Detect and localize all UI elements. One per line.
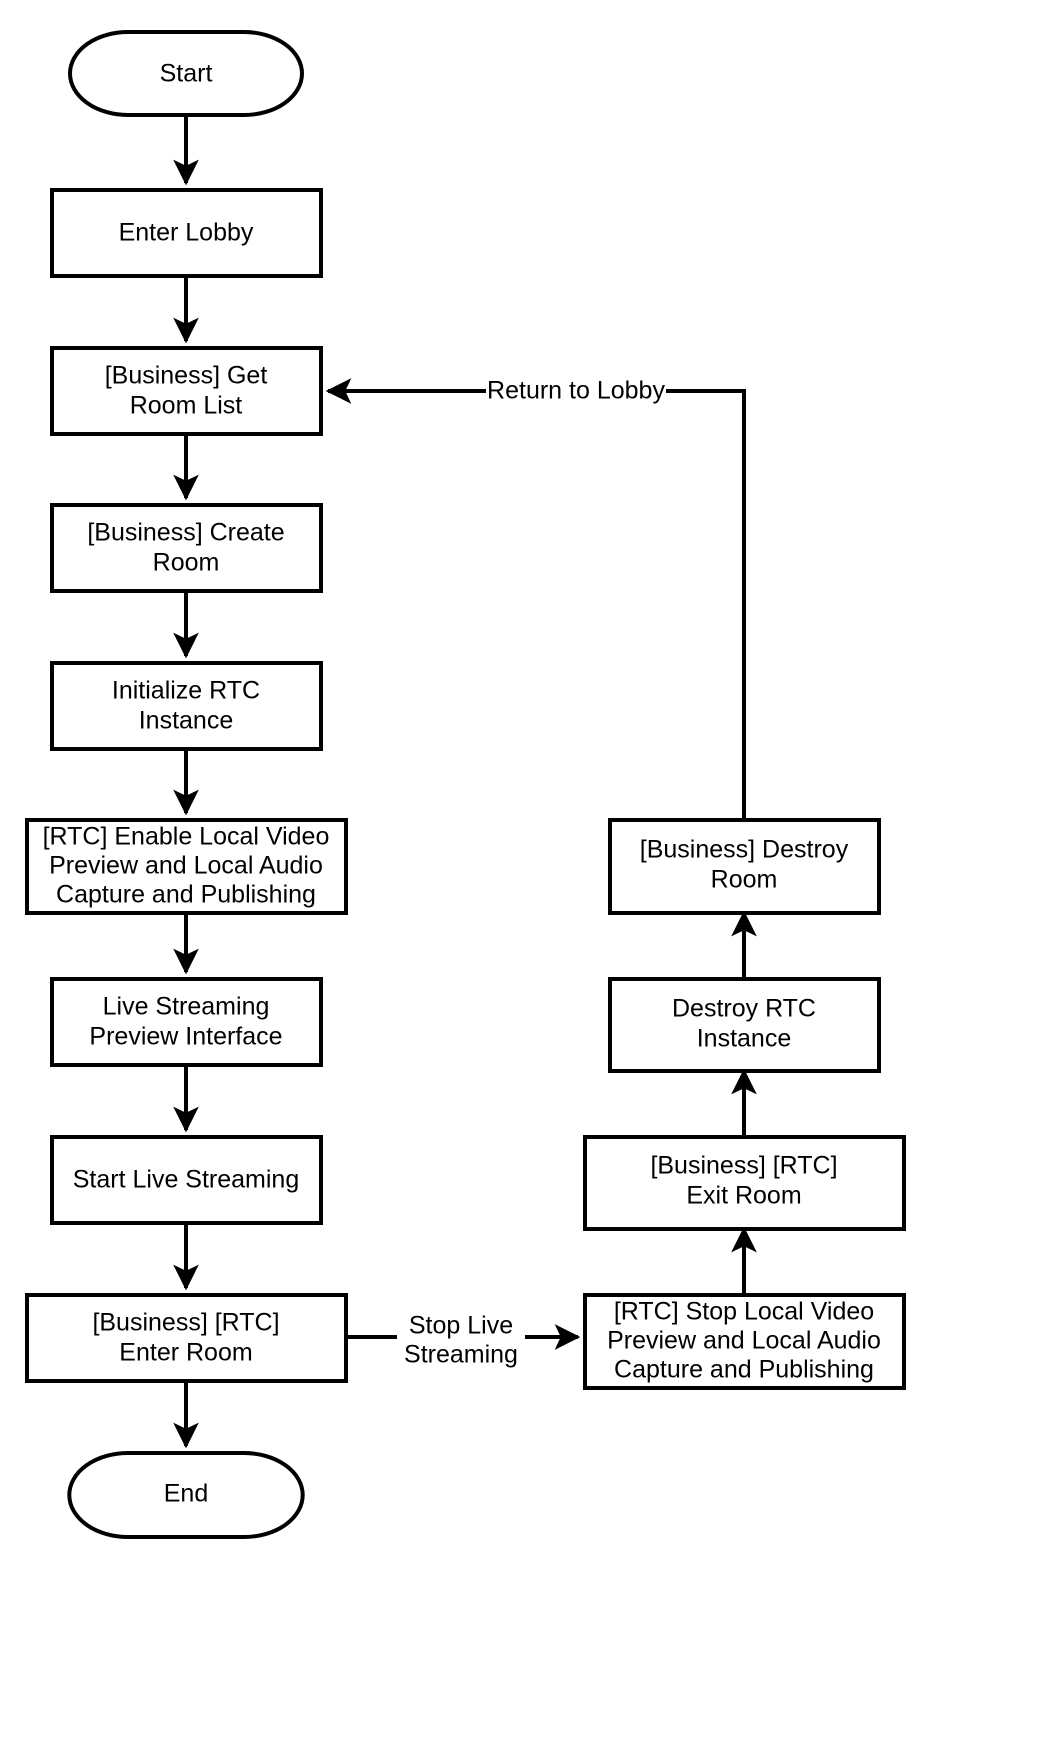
exit-room-shape (583, 1135, 906, 1231)
start-shape (68, 30, 304, 117)
node-destroy-room[interactable]: [Business] Destroy Room (608, 818, 881, 915)
destroy-room-shape (608, 818, 881, 915)
node-enable-local[interactable]: [RTC] Enable Local Video Preview and Loc… (25, 818, 348, 915)
create-room-label-line1: [Business] Create (87, 519, 284, 547)
enter-room-label-line2: Enter Room (119, 1339, 252, 1367)
node-preview-interface[interactable]: Live Streaming Preview Interface (50, 977, 323, 1067)
node-end[interactable]: End (67, 1451, 305, 1539)
stop-live-streaming-label-line1: Stop Live (409, 1312, 513, 1340)
create-room-shape (50, 503, 323, 593)
get-room-list-label-line2: Room List (130, 392, 243, 420)
get-room-list-shape (50, 346, 323, 436)
node-enter-room[interactable]: [Business] [RTC] Enter Room (25, 1293, 348, 1383)
end-shape (67, 1451, 305, 1539)
stop-local-label-line1: [RTC] Stop Local Video (614, 1298, 874, 1326)
preview-interface-label-line1: Live Streaming (103, 993, 270, 1021)
edge-label-stop-live-streaming: Stop Live Streaming (397, 1312, 525, 1369)
stop-local-label-line3: Capture and Publishing (614, 1356, 874, 1384)
enter-lobby-shape (50, 188, 323, 278)
enter-room-label-line1: [Business] [RTC] (92, 1309, 279, 1337)
node-enter-lobby[interactable]: Enter Lobby (50, 188, 323, 278)
node-stop-local[interactable]: [RTC] Stop Local Video Preview and Local… (583, 1293, 906, 1390)
init-rtc-label-line2: Instance (139, 707, 234, 735)
destroy-rtc-label-line1: Destroy RTC (672, 995, 816, 1023)
preview-interface-label-line2: Preview Interface (89, 1023, 282, 1051)
create-room-label-line2: Room (153, 549, 220, 577)
enable-local-label-line1: [RTC] Enable Local Video (43, 823, 330, 851)
node-start-streaming[interactable]: Start Live Streaming (50, 1135, 323, 1225)
exit-room-label-line2: Exit Room (686, 1182, 801, 1210)
init-rtc-shape (50, 661, 323, 751)
destroy-room-label-line2: Room (711, 866, 778, 894)
start-streaming-label: Start Live Streaming (73, 1166, 300, 1194)
get-room-list-label-line1: [Business] Get (105, 362, 268, 390)
node-get-room-list[interactable]: [Business] Get Room List (50, 346, 323, 436)
destroy-rtc-shape (608, 977, 881, 1073)
start-streaming-shape (50, 1135, 323, 1225)
enable-local-shape (25, 818, 348, 915)
edge-destroy-room-to-get-room-list (325, 378, 746, 820)
edge-label-return-to-lobby: Return to Lobby (486, 377, 666, 405)
end-label: End (164, 1480, 208, 1508)
destroy-rtc-label-line2: Instance (697, 1025, 792, 1053)
stop-local-shape (583, 1293, 906, 1390)
node-destroy-rtc[interactable]: Destroy RTC Instance (608, 977, 881, 1073)
stop-live-streaming-label-line2: Streaming (404, 1341, 518, 1369)
destroy-room-label-line1: [Business] Destroy (640, 836, 849, 864)
enable-local-label-line2: Preview and Local Audio (49, 852, 323, 880)
return-to-lobby-label-bg (486, 378, 666, 405)
enable-local-label-line3: Capture and Publishing (56, 881, 316, 909)
start-label: Start (160, 60, 213, 88)
stop-local-label-line2: Preview and Local Audio (607, 1327, 881, 1355)
preview-interface-shape (50, 977, 323, 1067)
stop-live-streaming-label-bg (397, 1312, 525, 1339)
node-init-rtc[interactable]: Initialize RTC Instance (50, 661, 323, 751)
node-exit-room[interactable]: [Business] [RTC] Exit Room (583, 1135, 906, 1231)
return-to-lobby-label: Return to Lobby (487, 377, 665, 405)
node-create-room[interactable]: [Business] Create Room (50, 503, 323, 593)
node-start[interactable]: Start (68, 30, 304, 117)
enter-lobby-label: Enter Lobby (119, 219, 254, 247)
exit-room-label-line1: [Business] [RTC] (650, 1152, 837, 1180)
enter-room-shape (25, 1293, 348, 1383)
init-rtc-label-line1: Initialize RTC (112, 677, 260, 705)
